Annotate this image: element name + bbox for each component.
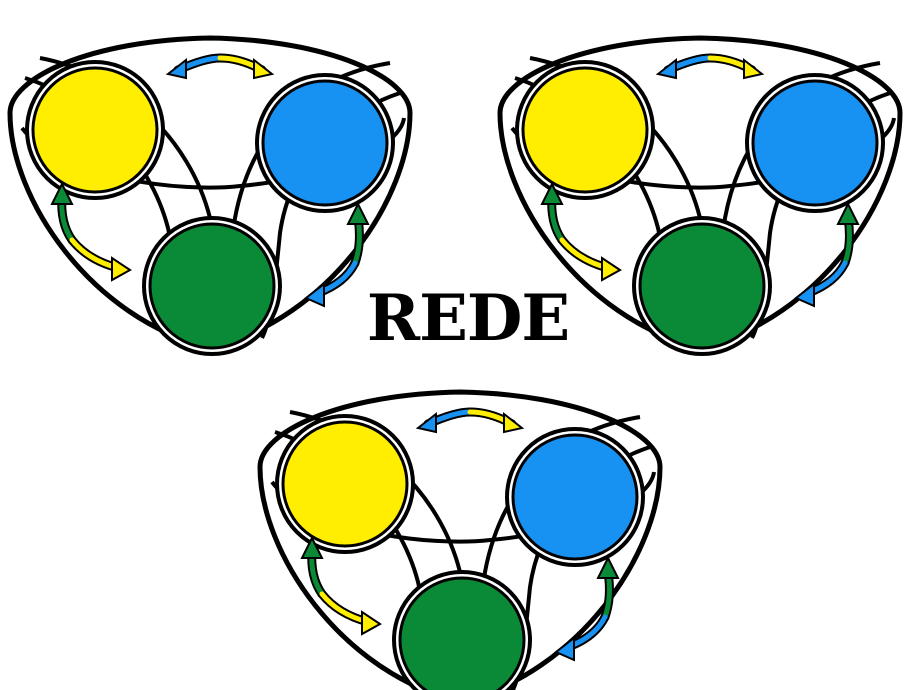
green-circle [640,224,764,348]
bowl-group-bottom [260,392,660,690]
yellow-circle [33,68,157,192]
bowl-group-top-left [10,38,410,354]
yellow-circle [283,422,407,546]
blue-circle [753,81,877,205]
blue-circle [263,81,387,205]
green-circle [150,224,274,348]
yellow-circle [523,68,647,192]
green-circle [400,578,524,690]
page-title: REDE [367,281,569,356]
blue-circle [513,435,637,559]
